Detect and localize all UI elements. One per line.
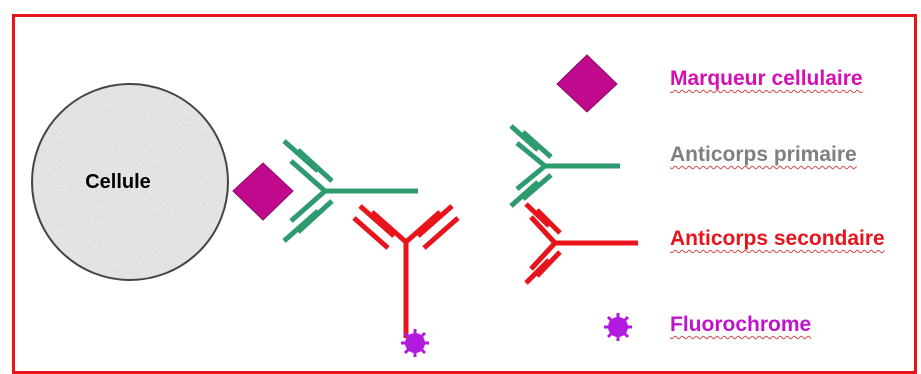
legend-label-primary: Anticorps primaire bbox=[670, 143, 857, 166]
fluorochrome-bound-spikes bbox=[401, 329, 429, 357]
legend-label-marker: Marqueur cellulaire bbox=[670, 67, 863, 90]
legend-label-fluorochrome: Fluorochrome bbox=[670, 313, 812, 336]
legend-marker-diamond bbox=[556, 54, 618, 113]
cell-label: Cellule bbox=[85, 171, 151, 193]
cell: Cellule bbox=[31, 83, 229, 281]
legend-label-secondary: Anticorps secondaire bbox=[670, 227, 885, 250]
legend-fluorochrome-spikes bbox=[604, 313, 632, 341]
primary-antibody-bound bbox=[282, 139, 418, 243]
secondary-antibody-bound bbox=[352, 204, 460, 338]
cell-marker-diamond bbox=[232, 162, 294, 221]
legend-secondary-antibody bbox=[524, 202, 638, 285]
cell-outline bbox=[31, 83, 229, 281]
cell-body bbox=[32, 84, 228, 280]
legend-primary-antibody bbox=[509, 124, 620, 208]
